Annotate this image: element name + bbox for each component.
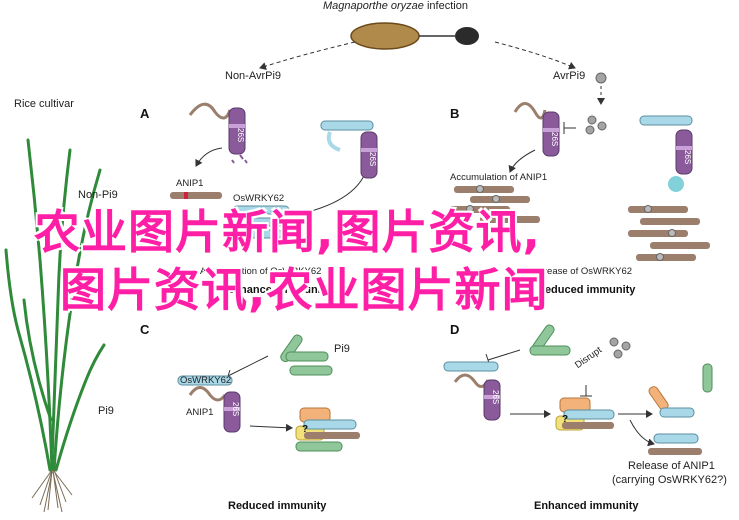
watermark-line-2: 图片资讯,农业图片新闻	[60, 263, 549, 317]
watermark-line-1: 农业图片新闻,图片资讯,	[34, 205, 541, 259]
avrpi9-label: AvrPi9	[553, 70, 586, 82]
panel-a-anip1-label: ANIP1	[176, 178, 204, 189]
proteasome-label-a2: 26S	[368, 152, 377, 167]
panel-b-accum-label: Accumulation of ANIP1	[450, 172, 548, 183]
panel-d-question-mark: ?	[562, 414, 569, 425]
proteasome-label-c: 26S	[231, 402, 240, 417]
panel-a-graphics	[170, 102, 378, 239]
panel-c-question-mark: ?	[302, 424, 309, 435]
row-label-pi9: Pi9	[98, 405, 114, 417]
panel-b-letter: B	[450, 106, 460, 121]
avrpi9-icon	[595, 72, 607, 84]
panel-d-release-note: (carrying OsWRKY62?)	[612, 474, 727, 486]
pathogen-suffix: infection	[423, 0, 468, 12]
pathogen-title: Magnaporthe oryzae infection	[323, 0, 468, 12]
proteasome-label-d: 26S	[491, 390, 500, 405]
panel-b-outcome: Reduced immunity	[537, 284, 636, 296]
dashed-arrow-avr	[494, 41, 576, 70]
rice-roots-icon	[31, 469, 73, 513]
non-avrpi9-label: Non-AvrPi9	[225, 70, 282, 82]
dashed-arrow-non-avr	[259, 41, 356, 70]
panel-c-wrky-label: OsWRKY62	[180, 375, 232, 386]
panel-d-outcome: Enhanced immunity	[534, 500, 639, 512]
proteasome-label-b2: 26S	[683, 150, 692, 165]
panel-c-outcome: Reduced immunity	[228, 500, 327, 512]
panel-a-wrky-label: OsWRKY62	[233, 193, 285, 204]
panel-c-pi9-label: Pi9	[334, 343, 350, 355]
panel-b-graphics	[450, 102, 710, 261]
panel-d-graphics	[443, 324, 713, 455]
fungus-spore-icon	[350, 22, 479, 50]
panel-c-letter: C	[140, 322, 150, 337]
panel-a-outcome: Enhanced immunity	[226, 284, 331, 296]
proteasome-label-a1: 26S	[236, 128, 245, 143]
rice-plant-icon	[4, 138, 106, 472]
panel-d-release-label: Release of ANIP1	[628, 460, 715, 472]
proteasome-label-b1: 26S	[550, 132, 559, 147]
panel-a-accum-label: Accumulation of OsWRKY62	[200, 266, 322, 277]
panel-a-letter: A	[140, 106, 150, 121]
panel-c-anip1-label: ANIP1	[186, 407, 214, 418]
rice-cultivar-label: Rice cultivar	[14, 98, 74, 110]
panel-d-letter: D	[450, 322, 460, 337]
panel-c-graphics	[177, 334, 360, 452]
row-label-non-pi9: Non-Pi9	[78, 189, 118, 201]
panel-b-decrease-label: Decrease of OsWRKY62	[527, 266, 633, 277]
pathogen-name: Magnaporthe oryzae	[323, 0, 424, 12]
